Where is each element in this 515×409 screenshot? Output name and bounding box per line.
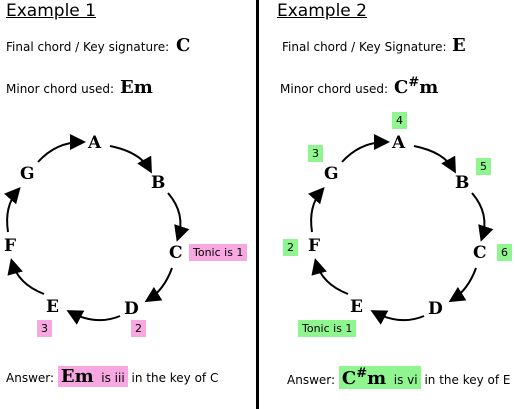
- arrow-d-e: [66, 310, 121, 325]
- example-2-title: Example 2: [277, 1, 367, 21]
- example-1-title: Example 1: [6, 1, 96, 21]
- arrow-f-g: [4, 186, 21, 233]
- arrow-a-b: [109, 145, 152, 174]
- answer-chord-root: C: [341, 368, 357, 389]
- note-f: F: [4, 236, 17, 256]
- minor-chord-value: Em: [120, 77, 153, 98]
- note-c: C: [169, 243, 183, 263]
- note-b: B: [151, 173, 166, 193]
- note-e: E: [350, 297, 363, 317]
- answer-suffix: in the key of E: [424, 373, 511, 387]
- answer-chord-accidental: #: [356, 366, 368, 381]
- tonic-badge: Tonic is 1: [298, 320, 357, 337]
- answer-chord: C#m: [341, 366, 387, 389]
- arrow-a-b: [413, 145, 456, 174]
- answer-degree: is vi: [393, 373, 418, 387]
- minor-chord-value: C#m: [394, 75, 438, 98]
- degree-badge-e: 3: [37, 320, 52, 337]
- arrow-d-e: [370, 310, 425, 325]
- arrow-f-g: [308, 186, 325, 233]
- answer-highlight: C#m is vi: [338, 366, 421, 389]
- minor-chord-label: Minor chord used:: [280, 82, 388, 96]
- minor-chord-quality: m: [419, 77, 439, 98]
- panel-divider: [256, 0, 259, 409]
- arrow-b-c: [471, 192, 494, 242]
- answer-chord: Em: [60, 366, 94, 387]
- note-g: G: [20, 164, 35, 184]
- note-d: D: [124, 299, 139, 319]
- circle-of-notes-arrows: [4, 134, 190, 325]
- answer-degree: is iii: [101, 371, 125, 385]
- example-2-panel: Example 2 Final chord / Key Signature: E…: [258, 0, 515, 409]
- note-e: E: [46, 297, 59, 317]
- answer-line: Answer: C#m is vi in the key of E: [287, 366, 511, 389]
- minor-chord-accidental: #: [408, 75, 420, 90]
- degree-badge-b: 5: [476, 158, 491, 175]
- tonic-badge: Tonic is 1: [189, 244, 248, 261]
- arrow-e-f: [311, 258, 349, 295]
- answer-prefix: Answer:: [6, 371, 55, 385]
- note-b: B: [455, 173, 470, 193]
- answer-highlight: Em is iii: [57, 366, 128, 387]
- answer-chord-quality: m: [367, 368, 387, 389]
- note-a: A: [392, 133, 406, 153]
- degree-badge-d: 2: [131, 320, 146, 337]
- key-signature-label: Final chord / Key signature:: [6, 40, 170, 54]
- arrow-g-a: [37, 134, 86, 163]
- answer-line: Answer: Em is iii in the key of C: [6, 366, 218, 387]
- key-signature-label: Final chord / Key Signature:: [282, 40, 447, 54]
- note-d: D: [428, 299, 443, 319]
- note-f: F: [308, 236, 321, 256]
- key-signature-value: C: [176, 35, 191, 56]
- degree-badge-a: 4: [392, 112, 407, 129]
- circle-of-notes-arrows: [308, 134, 494, 325]
- note-g: G: [324, 164, 339, 184]
- example-1-panel: Example 1 Final chord / Key signature: C…: [0, 0, 257, 409]
- answer-suffix: in the key of C: [131, 371, 219, 385]
- arrow-e-f: [7, 258, 45, 295]
- answer-prefix: Answer:: [287, 373, 336, 387]
- degree-badge-c: 6: [497, 244, 512, 261]
- arrow-c-d: [144, 267, 173, 303]
- key-signature-value: E: [452, 35, 466, 56]
- minor-chord-label: Minor chord used:: [6, 82, 114, 96]
- degree-badge-g: 3: [308, 145, 323, 162]
- arrow-g-a: [341, 134, 390, 163]
- arrow-c-d: [448, 267, 477, 303]
- minor-chord-root: C: [394, 77, 409, 98]
- arrow-b-c: [167, 192, 190, 242]
- degree-badge-f: 2: [283, 239, 298, 256]
- note-c: C: [473, 243, 487, 263]
- note-a: A: [88, 133, 102, 153]
